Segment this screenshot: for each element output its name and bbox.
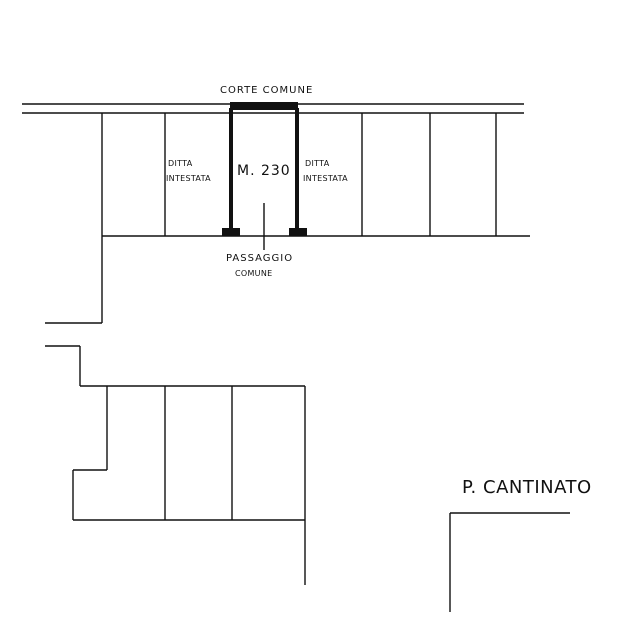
corner-walls — [449, 512, 570, 612]
floor-label: P. CANTINATO — [462, 477, 592, 498]
passage-lintel — [230, 102, 298, 110]
passage-width-label: M. 230 — [237, 163, 291, 179]
lower-block-walls — [45, 345, 306, 585]
courtyard-label: CORTE COMUNE — [220, 85, 313, 96]
left-unit-label-2: INTESTATA — [166, 174, 211, 183]
right-unit-label-2: INTESTATA — [303, 174, 348, 183]
left-unit-label-1: DITTA — [168, 159, 193, 168]
upper-block-walls — [22, 102, 530, 324]
passage-label-1: PASSAGGIO — [226, 253, 293, 264]
right-unit-label-1: DITTA — [305, 159, 330, 168]
passage-label-2: COMUNE — [235, 269, 272, 278]
